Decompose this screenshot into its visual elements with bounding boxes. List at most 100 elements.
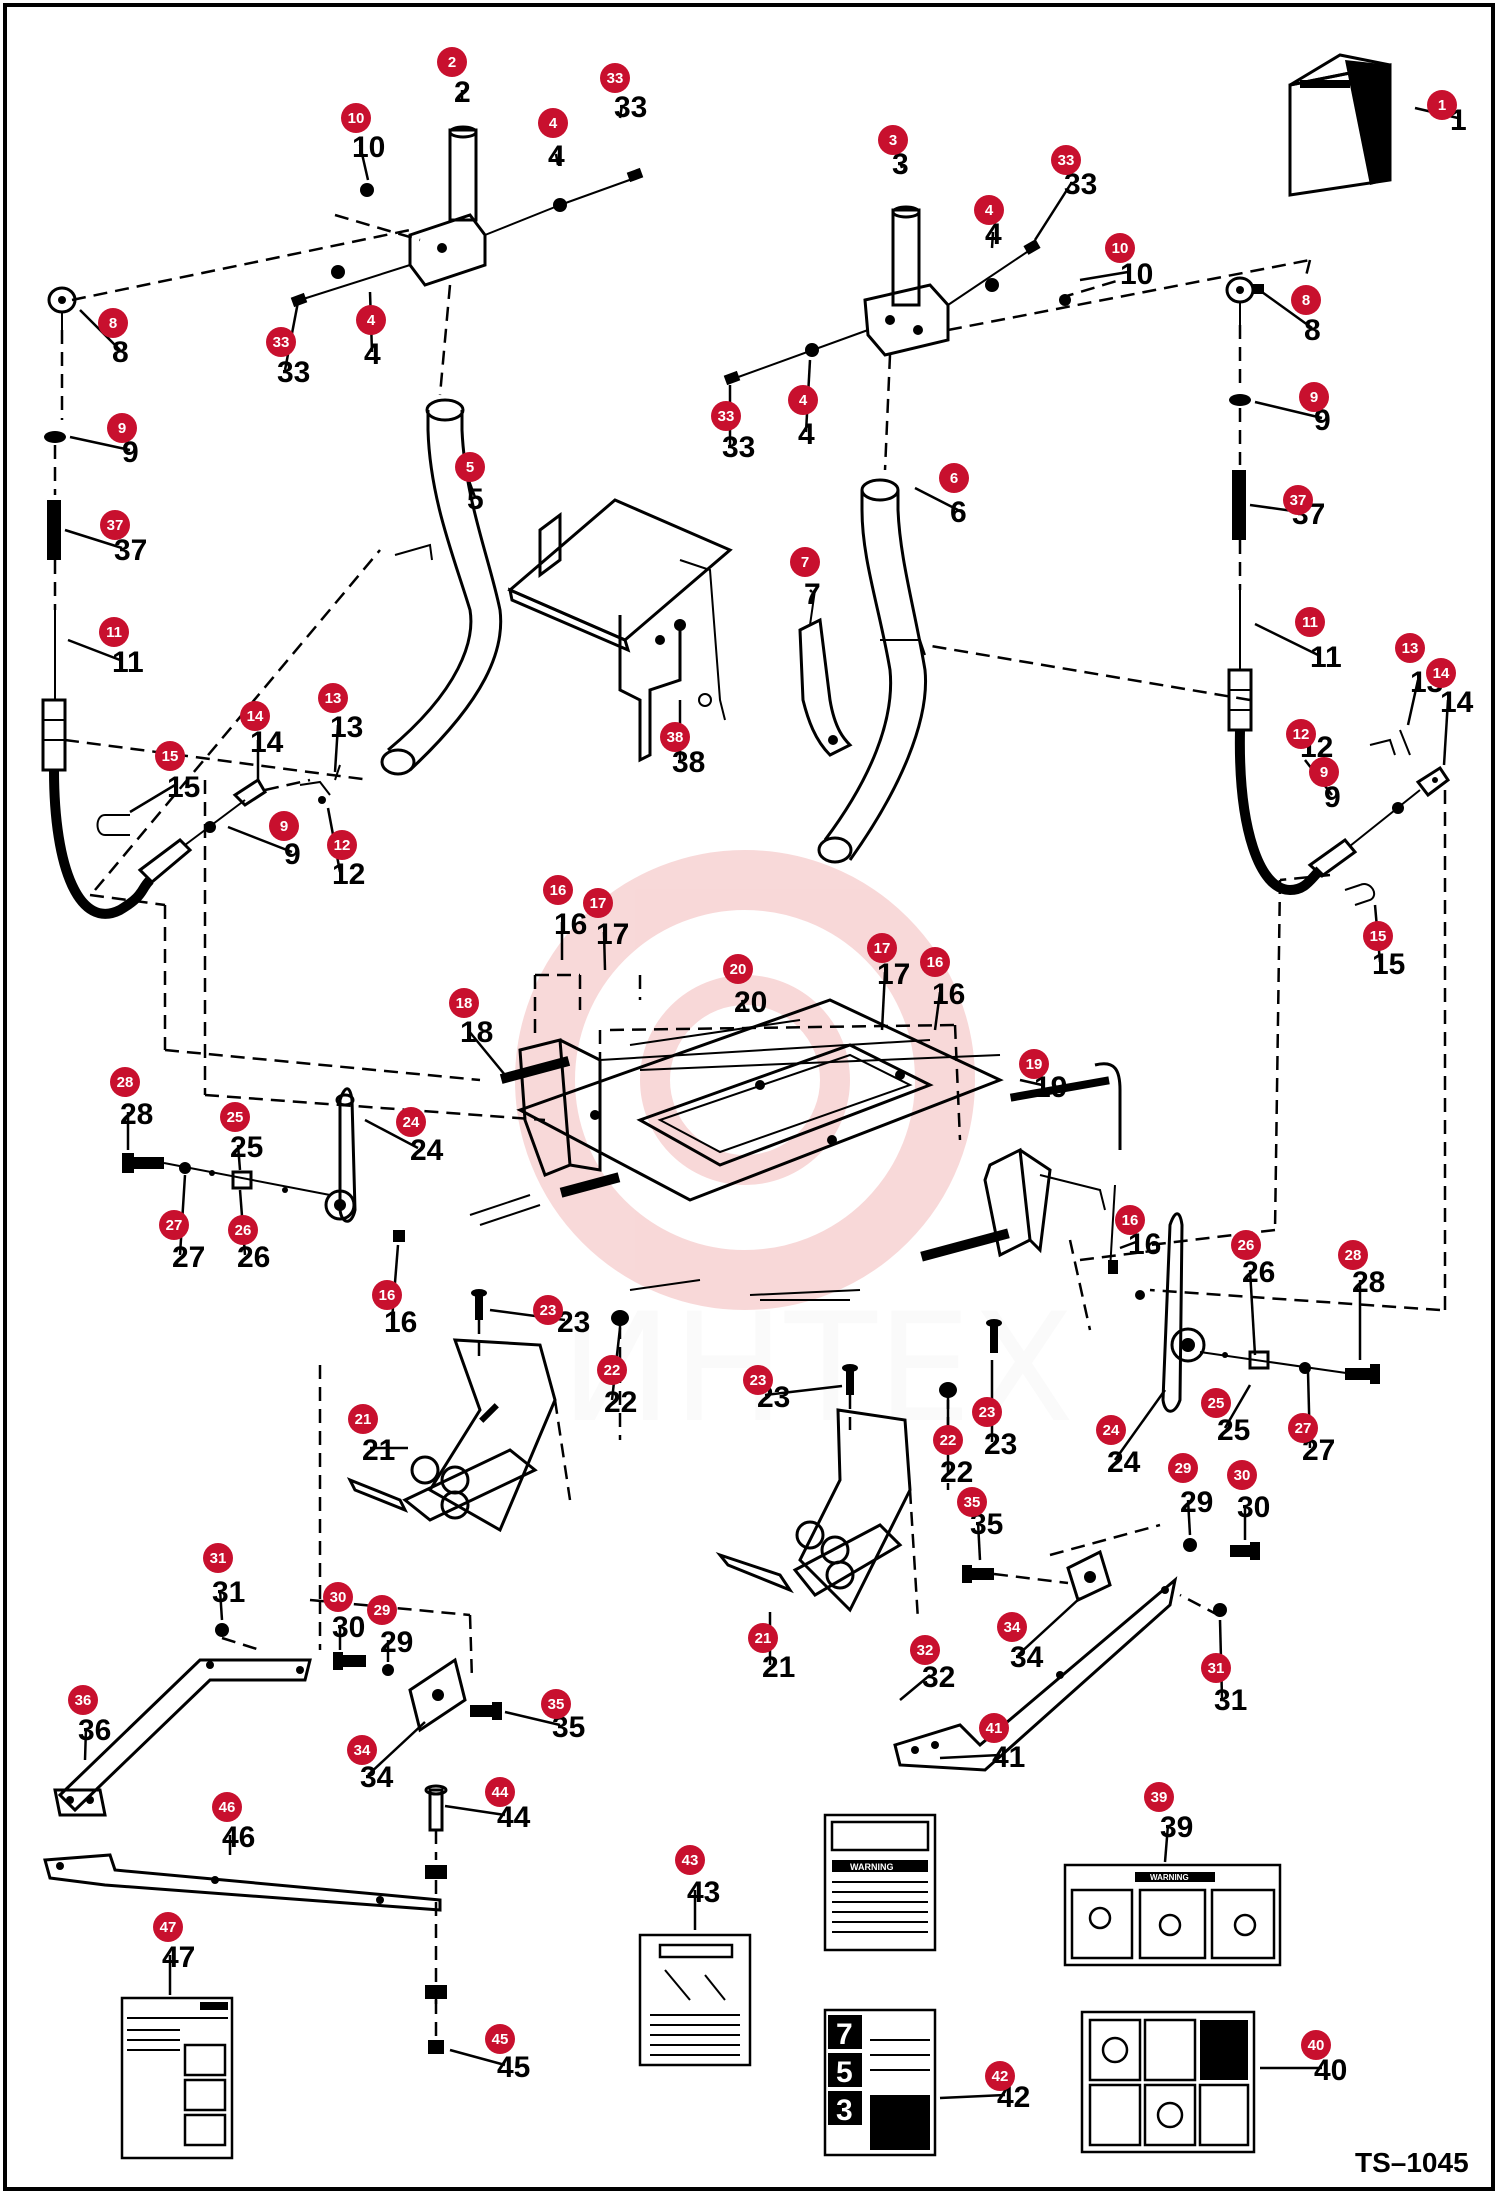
callout-marker[interactable] [100, 510, 130, 540]
callout-marker[interactable] [437, 47, 467, 77]
callout-marker[interactable] [583, 888, 613, 918]
callout-marker[interactable] [939, 463, 969, 493]
callout-marker[interactable] [910, 1635, 940, 1665]
callout-marker[interactable] [790, 547, 820, 577]
callout-marker[interactable] [98, 308, 128, 338]
callout-ref-number: 25 [1217, 1414, 1250, 1447]
callout-marker-label: 27 [1295, 1420, 1312, 1437]
callout-marker[interactable] [748, 1623, 778, 1653]
callout-marker[interactable] [1295, 607, 1325, 637]
callout-marker[interactable] [997, 1612, 1027, 1642]
callout-marker[interactable] [1338, 1240, 1368, 1270]
callout-marker[interactable] [1301, 2030, 1331, 2060]
callout-marker[interactable] [533, 1295, 563, 1325]
callout-marker[interactable] [541, 1689, 571, 1719]
callout-marker[interactable] [348, 1404, 378, 1434]
callout-marker[interactable] [972, 1397, 1002, 1427]
callout-marker[interactable] [203, 1543, 233, 1573]
callout-marker[interactable] [1286, 719, 1316, 749]
callout-marker[interactable] [212, 1792, 242, 1822]
callout-marker[interactable] [153, 1912, 183, 1942]
callout-marker[interactable] [347, 1735, 377, 1765]
callout-marker[interactable] [1168, 1453, 1198, 1483]
callout-marker[interactable] [1105, 233, 1135, 263]
callout-marker[interactable] [1283, 485, 1313, 515]
callout-marker[interactable] [1051, 145, 1081, 175]
callout-ref-number: 12 [332, 858, 365, 891]
callout-marker[interactable] [1395, 633, 1425, 663]
callout-marker[interactable] [723, 954, 753, 984]
callout-marker-label: 12 [1293, 726, 1310, 743]
callout-marker[interactable] [788, 385, 818, 415]
callout-marker[interactable] [1019, 1049, 1049, 1079]
callout-marker[interactable] [110, 1067, 140, 1097]
callout-marker[interactable] [1201, 1388, 1231, 1418]
callout-marker[interactable] [155, 741, 185, 771]
callout-marker[interactable] [449, 988, 479, 1018]
callout-marker[interactable] [220, 1102, 250, 1132]
callout-marker-label: 13 [325, 690, 342, 707]
callout-marker[interactable] [485, 1777, 515, 1807]
callout-marker[interactable] [228, 1215, 258, 1245]
callout-marker[interactable] [1231, 1230, 1261, 1260]
callout-marker[interactable] [660, 722, 690, 752]
callout-marker[interactable] [1227, 1460, 1257, 1490]
callout-ref-number: 27 [172, 1241, 205, 1274]
callout-marker[interactable] [240, 701, 270, 731]
callout-leader [933, 991, 942, 1031]
callout-ref-number: 24 [410, 1134, 444, 1167]
callout-marker[interactable] [485, 2024, 515, 2054]
callout-marker[interactable] [867, 933, 897, 963]
callout-marker[interactable] [341, 103, 371, 133]
callout-marker[interactable] [107, 413, 137, 443]
callout-marker[interactable] [1309, 757, 1339, 787]
callout-marker[interactable] [372, 1280, 402, 1310]
callout-marker[interactable] [985, 2061, 1015, 2091]
callout-marker[interactable] [1291, 285, 1321, 315]
callout-marker[interactable] [974, 195, 1004, 225]
callout-marker[interactable] [1299, 382, 1329, 412]
callout-marker[interactable] [323, 1582, 353, 1612]
callout-ref-number: 6 [950, 496, 967, 529]
callout-ref-number: 16 [384, 1306, 417, 1339]
callout-marker[interactable] [1144, 1782, 1174, 1812]
callout-marker[interactable] [957, 1487, 987, 1517]
callout-marker[interactable] [455, 452, 485, 482]
callout-marker[interactable] [711, 401, 741, 431]
callout-marker[interactable] [396, 1107, 426, 1137]
callout-marker[interactable] [597, 1355, 627, 1385]
callout-marker[interactable] [159, 1210, 189, 1240]
callout-marker[interactable] [266, 327, 296, 357]
callout-marker[interactable] [356, 305, 386, 335]
callout-marker-label: 33 [607, 70, 624, 87]
callout-marker[interactable] [1115, 1205, 1145, 1235]
callout-marker[interactable] [543, 875, 573, 905]
callout-marker[interactable] [1288, 1413, 1318, 1443]
callout-marker[interactable] [1427, 90, 1457, 120]
callout-marker[interactable] [1096, 1415, 1126, 1445]
callout-marker[interactable] [1363, 921, 1393, 951]
callout-marker[interactable] [920, 947, 950, 977]
callout-marker-label: 11 [1302, 614, 1318, 631]
callout-marker[interactable] [367, 1595, 397, 1625]
callout-marker[interactable] [979, 1713, 1009, 1743]
callout-marker-label: 34 [1004, 1619, 1021, 1636]
callout-marker[interactable] [600, 63, 630, 93]
callout-marker[interactable] [933, 1425, 963, 1455]
callout-marker[interactable] [99, 617, 129, 647]
callout-marker[interactable] [269, 811, 299, 841]
callout-marker[interactable] [1426, 658, 1456, 688]
callout-4: 44 [788, 359, 818, 451]
callout-marker[interactable] [675, 1845, 705, 1875]
callout-marker[interactable] [318, 683, 348, 713]
callout-marker[interactable] [878, 125, 908, 155]
callout-marker[interactable] [743, 1365, 773, 1395]
callout-marker[interactable] [538, 108, 568, 138]
callout-marker[interactable] [68, 1685, 98, 1715]
callout-marker[interactable] [327, 830, 357, 860]
callout-marker[interactable] [1201, 1653, 1231, 1683]
callout-marker-label: 24 [1103, 1422, 1120, 1439]
callout-ref-number: 32 [922, 1661, 955, 1694]
